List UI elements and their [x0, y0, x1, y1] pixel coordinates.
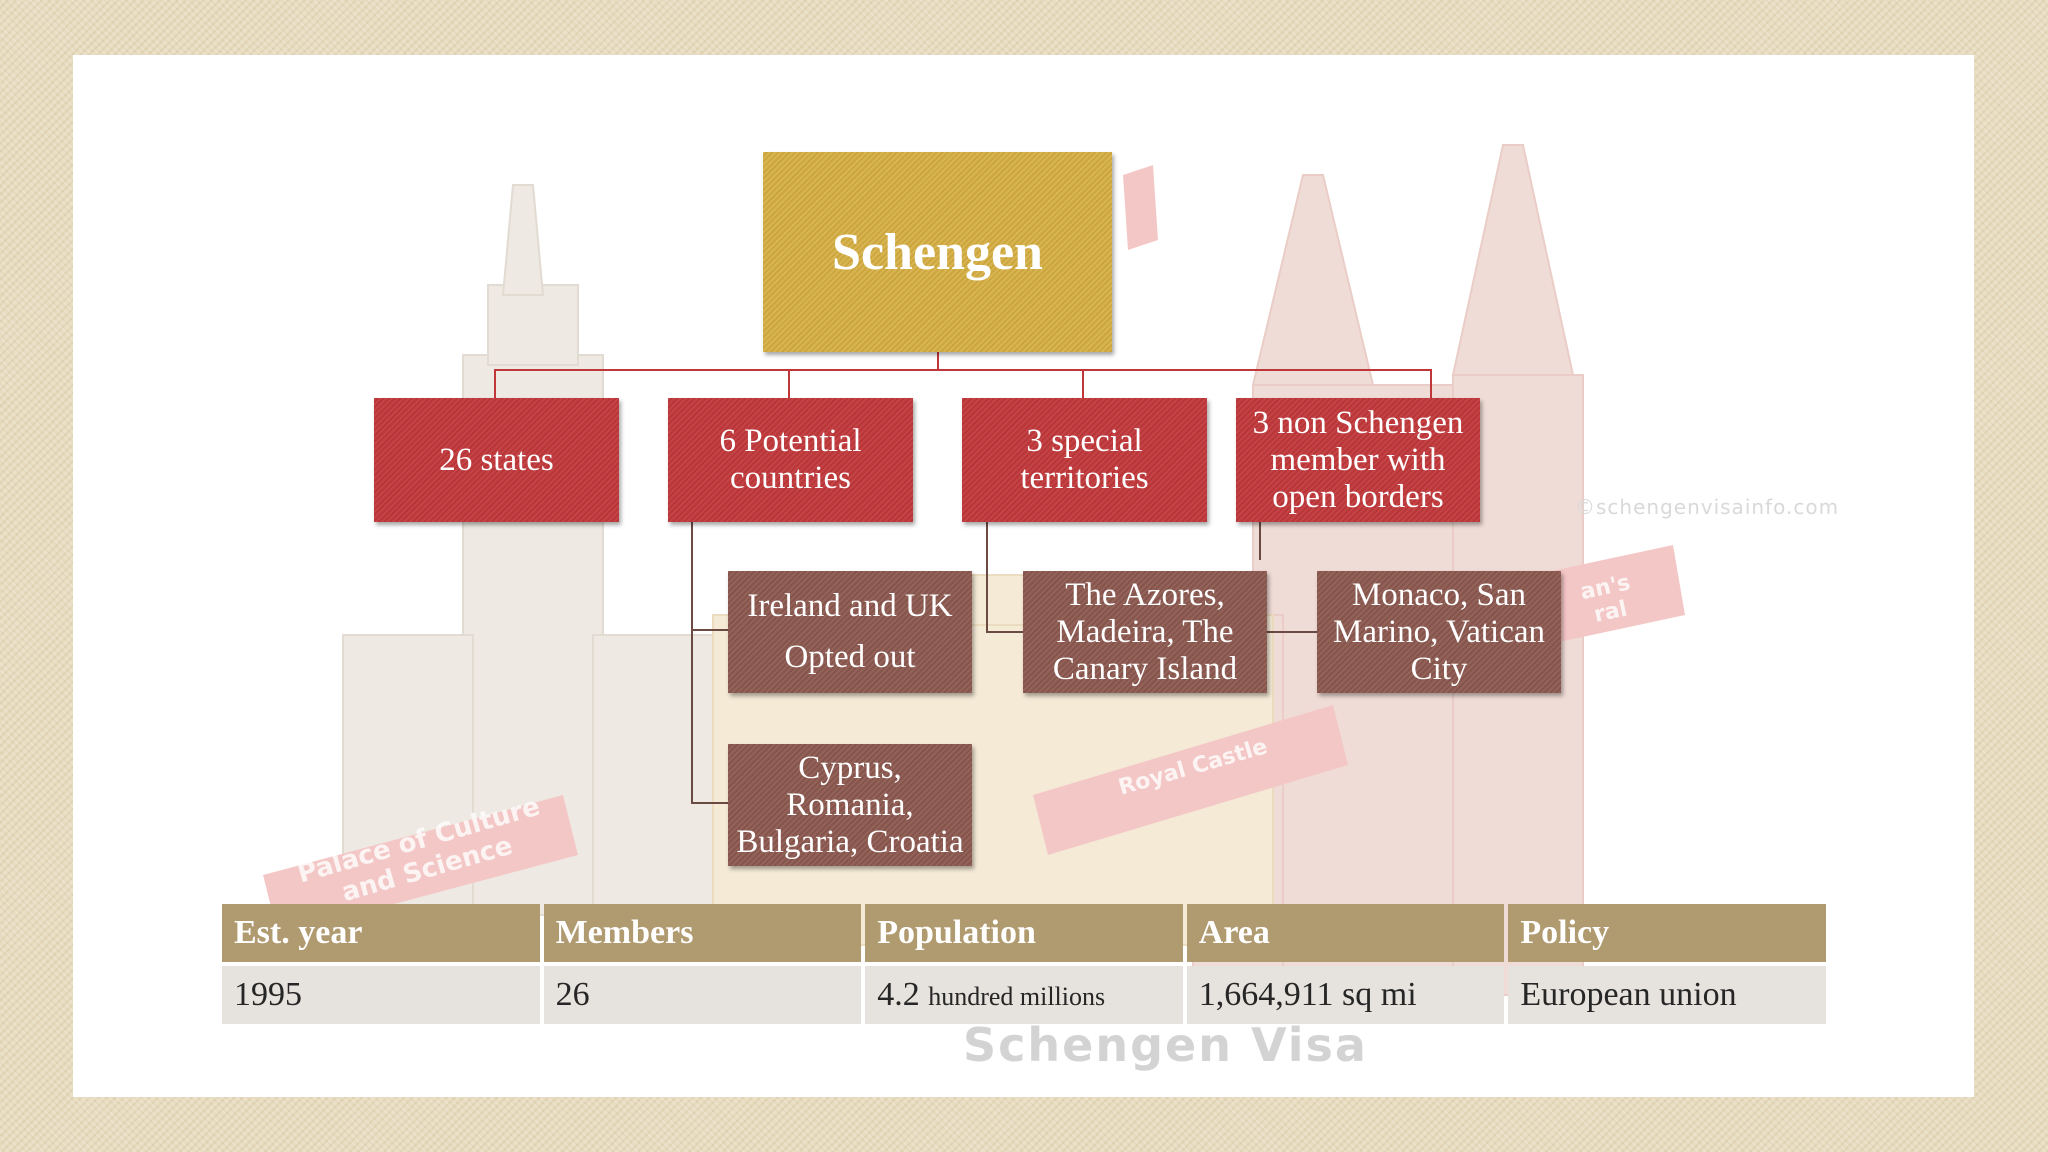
cell-area: 1,664,911 sq mi	[1186, 966, 1505, 1024]
branch-states: 26 states	[374, 398, 619, 522]
connector	[788, 369, 790, 398]
branch-potential: 6 Potential countries	[668, 398, 913, 522]
table-row: 1995 26 4.2 hundred millions 1,664,911 s…	[222, 966, 1826, 1024]
connector	[1082, 369, 1084, 398]
header-population: Population	[865, 904, 1183, 962]
cell-population: 4.2 hundred millions	[865, 966, 1183, 1024]
cell-year: 1995	[222, 966, 540, 1024]
cell-policy: European union	[1508, 966, 1826, 1024]
watermark-brand: Schengen Visa	[963, 1018, 1368, 1072]
connector	[986, 631, 1043, 633]
stats-table: Est. year Members Population Area Policy…	[218, 900, 1830, 1028]
slide: Palace of Culture and Science Royal Cast…	[73, 55, 1974, 1097]
connector	[691, 629, 747, 631]
header-est-year: Est. year	[222, 904, 540, 962]
branch-non-schengen: 3 non Schengen member with open borders	[1236, 398, 1480, 522]
node-ireland-uk: Ireland and UK Opted out	[728, 571, 972, 693]
connector	[937, 352, 939, 370]
header-policy: Policy	[1508, 904, 1826, 962]
connector	[494, 369, 1432, 371]
table-header-row: Est. year Members Population Area Policy	[222, 904, 1826, 962]
connector	[1430, 369, 1432, 398]
population-value: 4.2	[877, 976, 920, 1013]
connector	[691, 522, 693, 804]
population-unit: hundred millions	[928, 982, 1106, 1011]
cell-members: 26	[543, 966, 862, 1024]
connector	[1259, 522, 1261, 560]
connector	[691, 802, 747, 804]
node-azores: The Azores, Madeira, The Canary Island	[1023, 571, 1267, 693]
header-members: Members	[543, 904, 862, 962]
node-monaco: Monaco, San Marino, Vatican City	[1317, 571, 1561, 693]
header-area: Area	[1186, 904, 1505, 962]
connector	[986, 522, 988, 632]
connector	[494, 369, 496, 398]
connector	[1267, 631, 1337, 633]
node-cyprus-romania: Cyprus, Romania, Bulgaria, Croatia	[728, 744, 972, 866]
diagram-root: Schengen	[763, 152, 1112, 352]
branch-territories: 3 special territories	[962, 398, 1207, 522]
watermark-url: ©schengenvisainfo.com	[1575, 495, 1840, 519]
